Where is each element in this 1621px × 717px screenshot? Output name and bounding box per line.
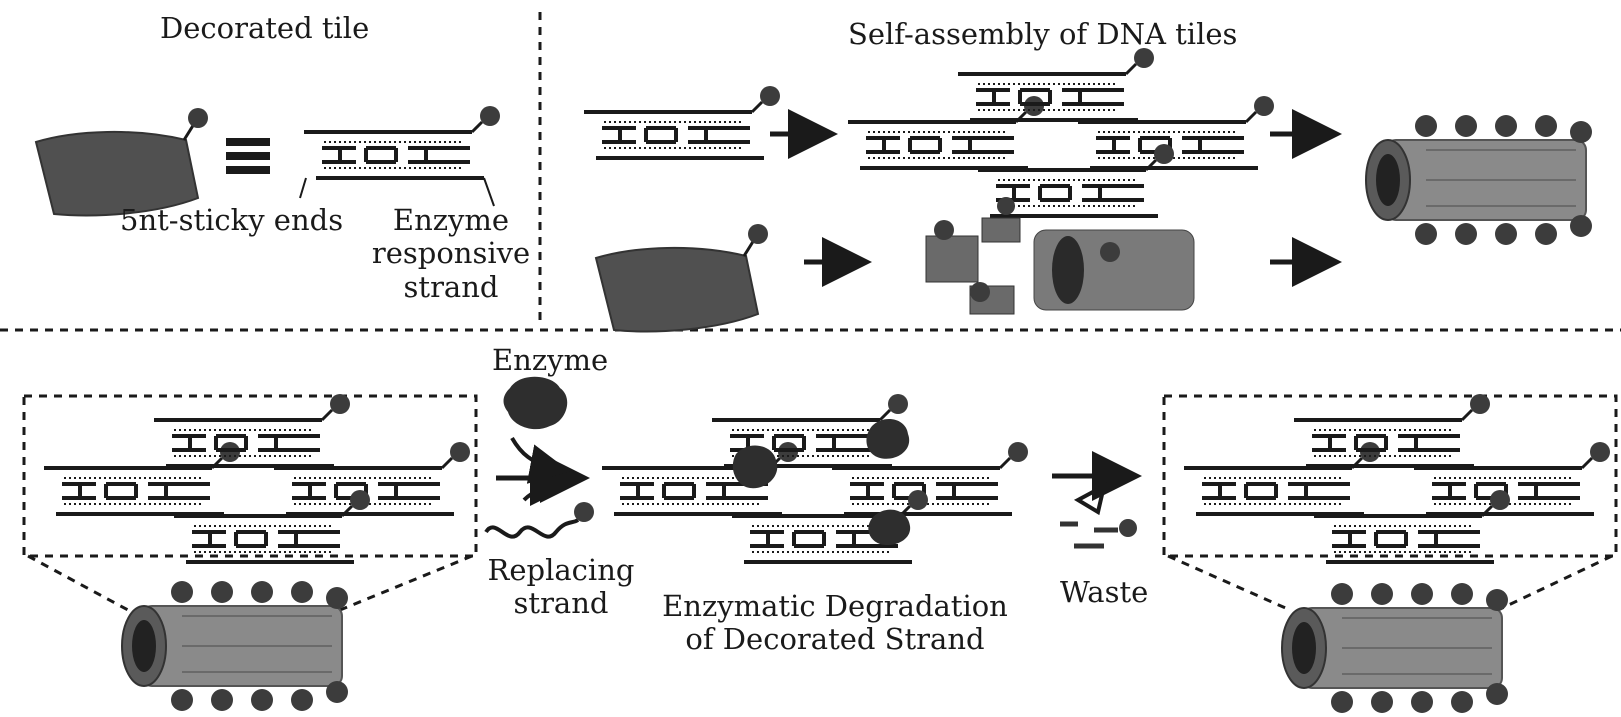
nanotube-icon: [1281, 582, 1509, 714]
degradation-label: Enzymatic Degradation of Decorated Stran…: [650, 589, 1020, 657]
replacing-line-2: strand: [513, 586, 609, 621]
nanotube-icon: [121, 580, 349, 712]
dna-lattice-icon: [848, 48, 1274, 216]
nanotube-icon: [1365, 114, 1593, 246]
degradation-line-1: Enzymatic Degradation: [662, 589, 1008, 623]
decorated-tile-title: Decorated tile: [160, 11, 370, 45]
enzyme-icon: [503, 376, 568, 430]
sticky-ends-label: 5nt-sticky ends: [120, 203, 344, 237]
lattice-box: [22, 394, 478, 558]
enzyme-responsive-label: Enzyme responsive strand: [366, 203, 536, 304]
tile-blob-icon: [34, 106, 210, 217]
self-assembly-title: Self-assembly of DNA tiles: [848, 17, 1238, 51]
degradation-line-2: of Decorated Strand: [685, 622, 985, 657]
enzyme-responsive-line-2: responsive: [371, 236, 531, 271]
enzyme-responsive-line-3: strand: [403, 269, 499, 304]
enzyme-icon: [732, 419, 911, 546]
dna-lattice-icon: [602, 394, 1028, 562]
dna-lattice-icon: [1184, 394, 1610, 562]
replacing-strand-label: Replacing strand: [476, 553, 646, 621]
dna-tile-icon: [299, 106, 500, 207]
equivalence-icon: [226, 138, 270, 174]
enzyme-label: Enzyme: [492, 343, 609, 377]
dna-tile-icon: [584, 86, 780, 158]
waste-icon: [1060, 482, 1137, 549]
dna-lattice-icon: [44, 394, 470, 562]
replacing-line-1: Replacing: [487, 553, 635, 587]
tile-blob-icon: [594, 222, 770, 333]
waste-label: Waste: [1060, 575, 1149, 609]
enzyme-responsive-line-1: Enzyme: [392, 203, 510, 237]
lattice-box: [1162, 394, 1618, 558]
partial-assembly-icon: [925, 197, 1195, 315]
replacing-strand-icon: [484, 502, 594, 539]
